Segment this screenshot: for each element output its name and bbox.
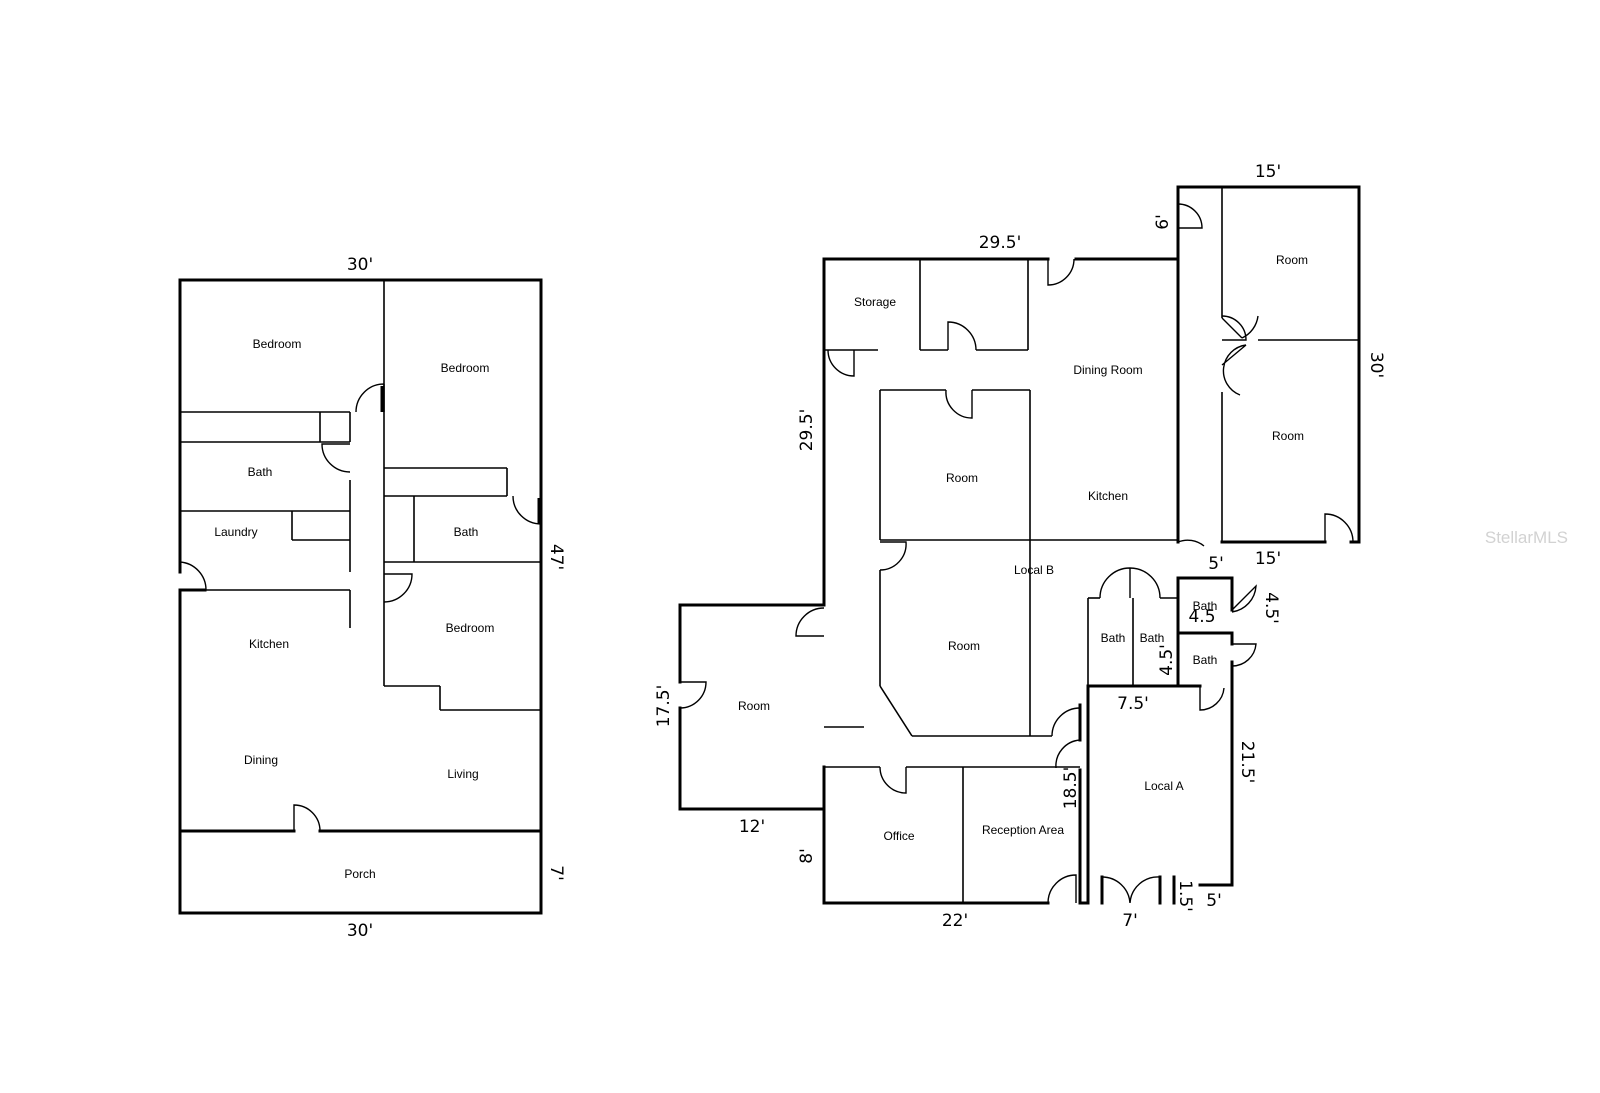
plan-b-interior-walls [824, 187, 1359, 903]
dim-local-a-top: 7.5' [1117, 694, 1149, 714]
room-bath-b3: Bath [1193, 599, 1218, 613]
dim-wing-bottom: 15' [1255, 549, 1281, 569]
dim-bath-4-5-c: 4.5' [1157, 644, 1177, 676]
door-storage-icon [827, 349, 855, 377]
room-storage: Storage [854, 295, 896, 309]
plan-a-interior-walls [180, 280, 541, 711]
room-laundry: Laundry [214, 525, 257, 539]
room-kitchen-b: Kitchen [1088, 489, 1128, 503]
door-side-entry-icon [179, 561, 207, 591]
door-ne-top-icon [1221, 315, 1259, 339]
plan-a-exterior-wall [178, 278, 543, 915]
door-bath-upper-icon [1231, 584, 1257, 613]
dim-west-width: 12' [739, 817, 765, 837]
door-storage-2-icon [947, 321, 977, 351]
door-bath-lower-icon [1231, 643, 1257, 667]
door-local-a-double-icon [1101, 876, 1161, 904]
door-kitchen-corner-icon [1177, 539, 1205, 547]
dim-wing-right: 30' [1366, 352, 1386, 378]
dim-bottom-width: 30' [347, 921, 373, 941]
door-se-room-icon [1324, 513, 1354, 543]
door-bath-1-icon [321, 443, 351, 473]
door-notch-icon [1177, 203, 1203, 229]
door-ne-mid-icon [1221, 315, 1247, 341]
door-local-b-south-icon [1051, 707, 1081, 737]
door-bath-double-icon [1099, 567, 1161, 599]
room-bath-b1: Bath [1101, 631, 1126, 645]
dim-wing-top: 15' [1255, 162, 1281, 182]
door-bedroom-3-icon [383, 573, 413, 603]
door-center-room-icon [945, 389, 973, 419]
room-bath-2: Bath [454, 525, 479, 539]
room-local-b: Local B [1014, 563, 1054, 577]
dim-local-a-side: 21.5' [1237, 741, 1257, 784]
dim-step-1-5: 1.5' [1175, 880, 1195, 912]
room-reception: Reception Area [982, 823, 1064, 837]
room-bath-1: Bath [248, 465, 273, 479]
plan-b-exterior-wall [678, 185, 1361, 905]
room-office: Office [883, 829, 914, 843]
dim-main-top: 29.5' [979, 233, 1022, 253]
door-local-b-room-icon [879, 541, 907, 571]
door-bath-2-icon [512, 495, 542, 525]
room-bath-b4: Bath [1193, 653, 1218, 667]
dim-step-5b: 5' [1206, 891, 1222, 911]
plan-a-door-icons [179, 383, 542, 832]
dim-west-depth: 17.5' [654, 685, 674, 728]
dim-bottom-main: 22' [942, 911, 968, 931]
room-porch: Porch [344, 867, 375, 881]
dim-notch: 6' [1153, 214, 1173, 230]
room-bedroom-1: Bedroom [253, 337, 302, 351]
dim-bath-4-5-a: 4.5' [1261, 592, 1281, 624]
room-dining: Dining [244, 753, 278, 767]
dim-right-depth: 47' [546, 544, 566, 570]
door-north-entry-icon [1047, 258, 1075, 286]
room-ne-top: Room [1276, 253, 1308, 267]
dim-porch-depth: 7' [546, 865, 566, 881]
room-center: Room [946, 471, 978, 485]
room-ne-bottom: Room [1272, 429, 1304, 443]
room-bedroom-3: Bedroom [446, 621, 495, 635]
dim-south-depth: 8' [797, 848, 817, 864]
room-west: Room [738, 699, 770, 713]
dim-bath-4-5-b: 4.5 [1188, 607, 1215, 627]
room-local-b-room: Room [948, 639, 980, 653]
door-bedroom-1-icon [355, 383, 385, 413]
plan-b-commercial: Storage Dining Room Room Room Room Kitch… [654, 162, 1386, 931]
door-porch-icon [293, 804, 321, 832]
room-living: Living [447, 767, 478, 781]
dim-step-5a: 5' [1208, 554, 1224, 574]
door-reception-ext-icon [1047, 874, 1077, 904]
door-reception-link-icon [1055, 739, 1081, 769]
room-dining-room: Dining Room [1073, 363, 1142, 377]
plan-b-door-icons [679, 203, 1354, 904]
door-local-a-bath-icon [1199, 686, 1225, 711]
door-office-icon [879, 766, 907, 794]
dim-door-7: 7' [1122, 911, 1138, 931]
dim-top-width: 30' [347, 255, 373, 275]
plan-a-residence: Bedroom Bedroom Bath Laundry Bath Bedroo… [178, 255, 566, 941]
door-west-ext-icon [679, 681, 707, 709]
room-bath-b2: Bath [1140, 631, 1165, 645]
room-local-a: Local A [1144, 779, 1183, 793]
dim-main-left: 29.5' [797, 409, 817, 452]
door-ne-bottom-icon [1221, 344, 1247, 396]
room-kitchen: Kitchen [249, 637, 289, 651]
watermark: StellarMLS [1485, 528, 1568, 547]
dim-office-depth: 18.5' [1061, 767, 1081, 810]
room-bedroom-2: Bedroom [441, 361, 490, 375]
door-west-room-icon [795, 607, 825, 637]
